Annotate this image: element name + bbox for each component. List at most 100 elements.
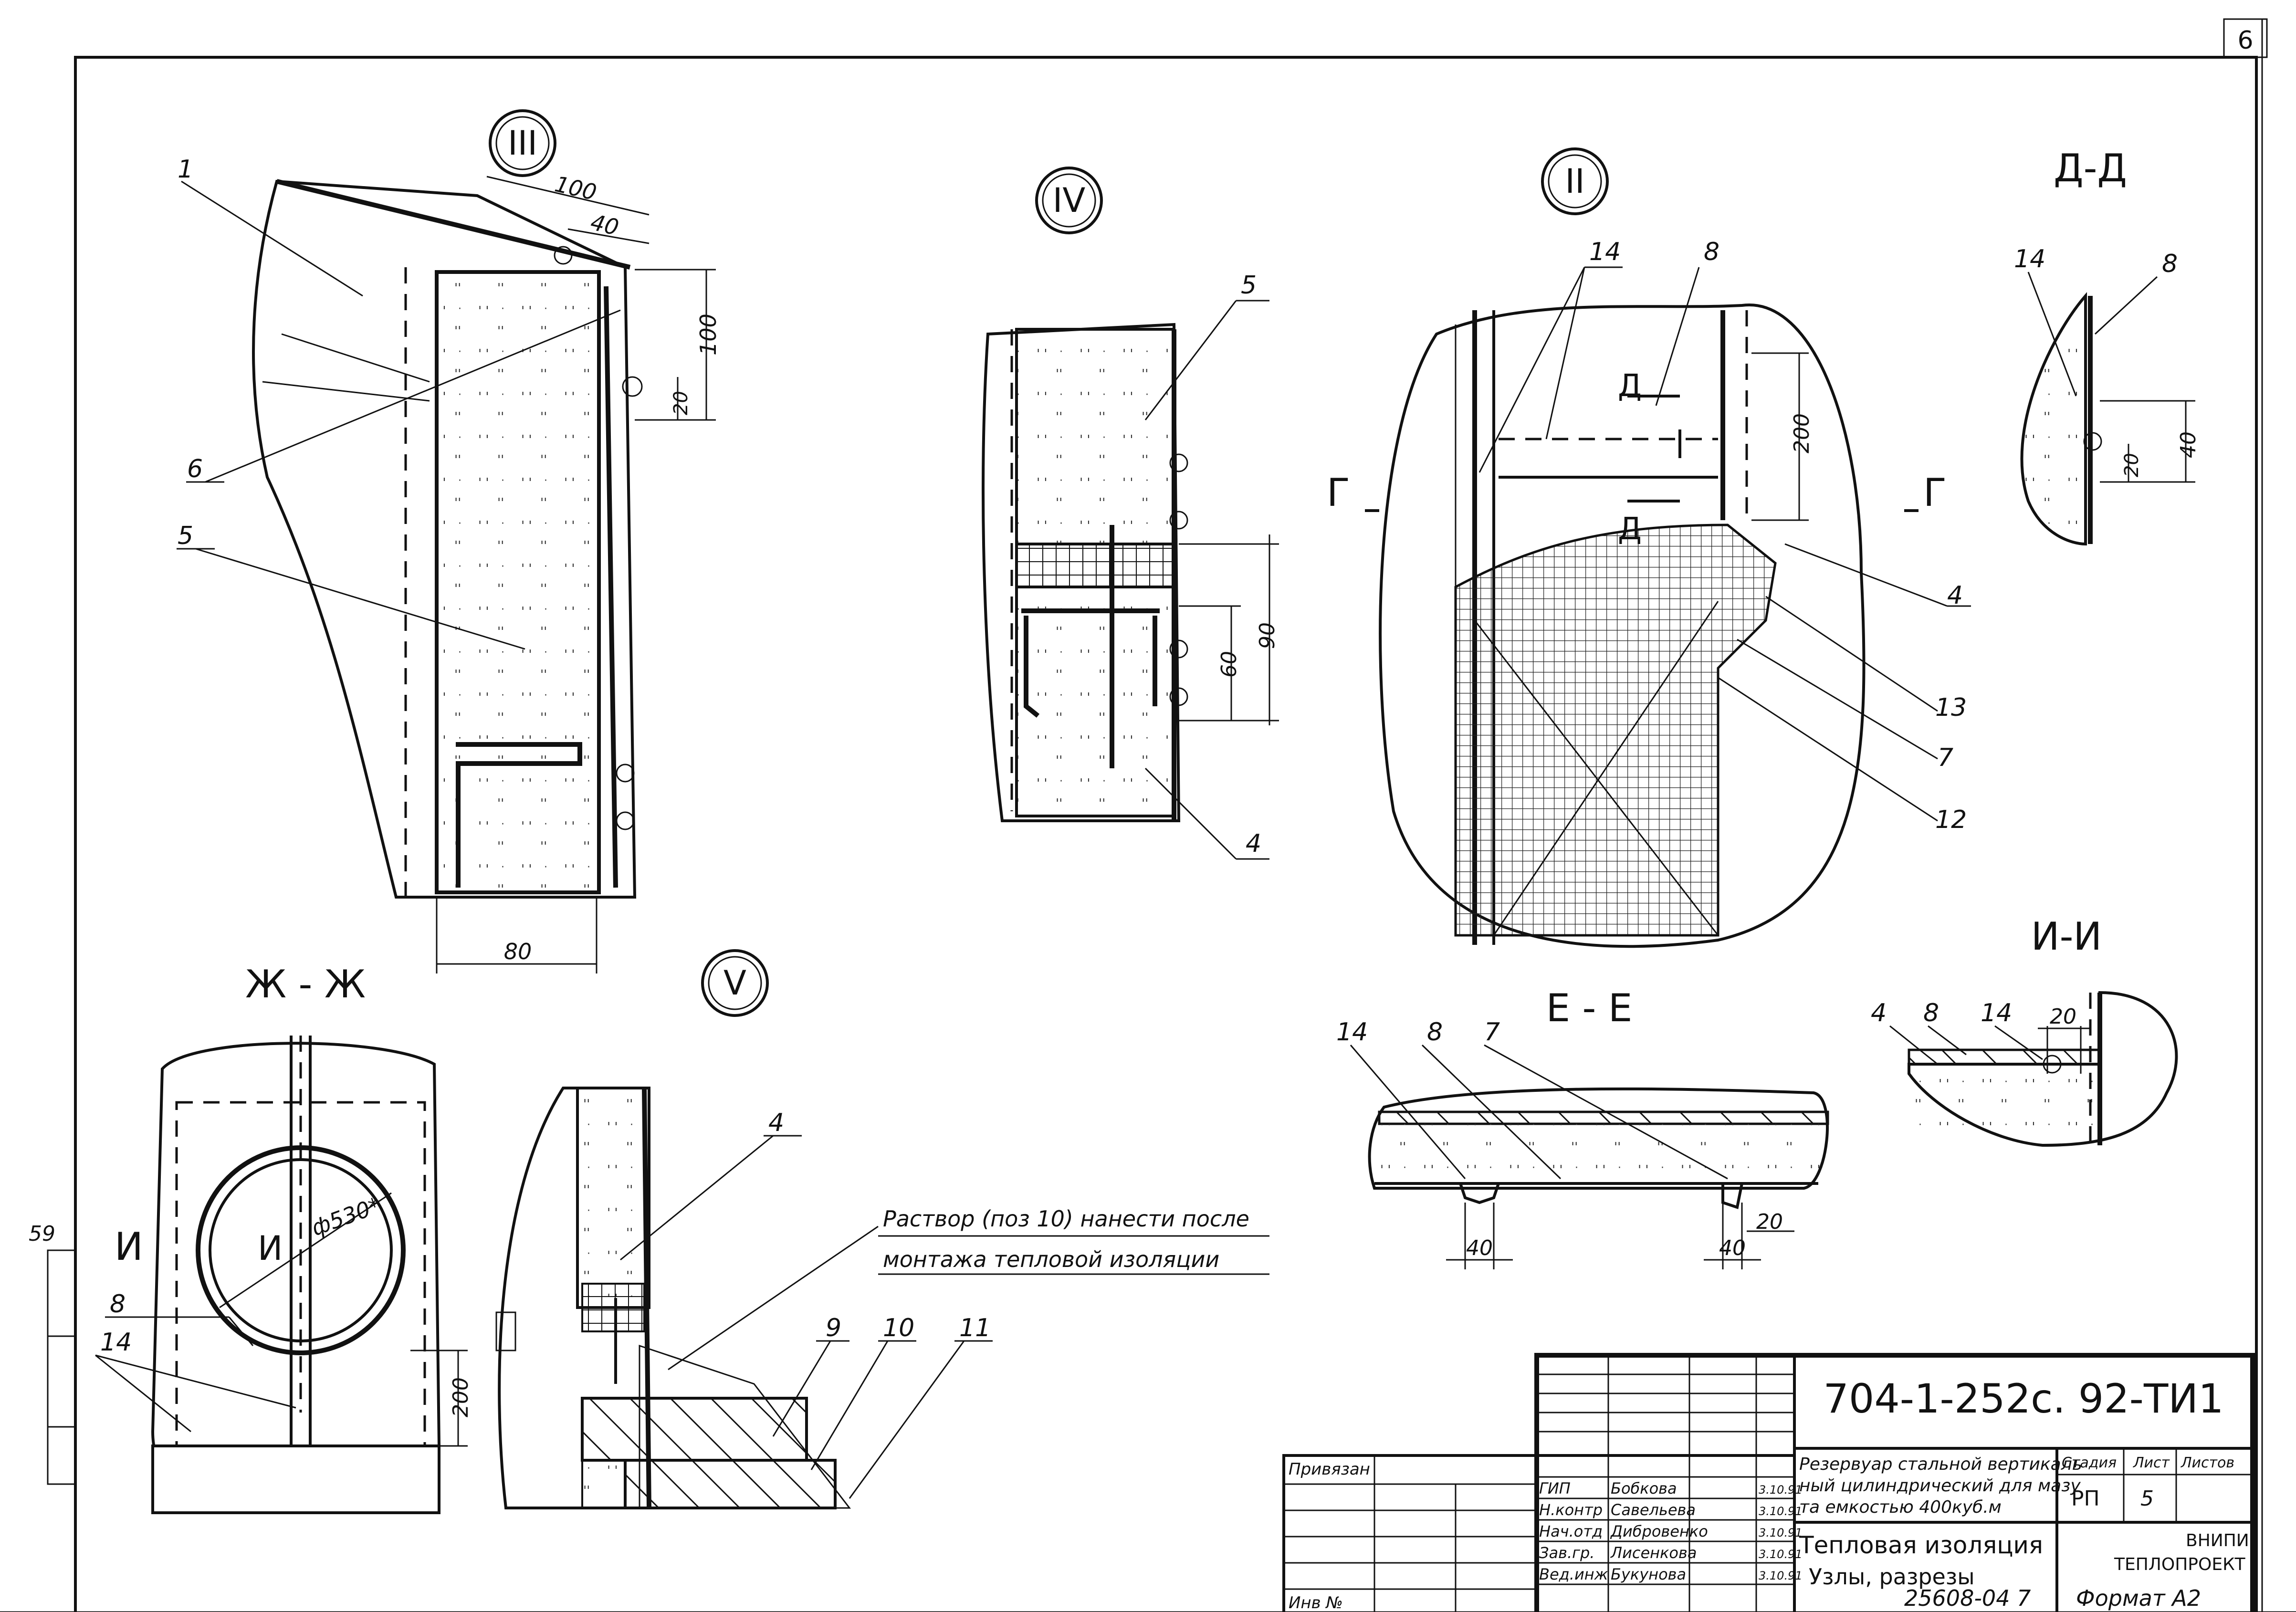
callout-14-ee: 14 [1336,1018,1368,1047]
callout-13: 13 [1935,693,1967,722]
archive-number: 25608-04 7 [1904,1585,2031,1611]
callout-7-ii: 7 [1938,743,1953,772]
dim-40-ee-left: 40 [1466,1236,1493,1260]
section-mark-d-top: Д [1618,368,1642,404]
detail-II-label: II [1565,162,1584,201]
sig-role-1: ГИП [1539,1479,1571,1497]
section-EE-outline [1368,1087,1829,1190]
callout-14-ii: 14 [1589,238,1621,266]
dim-20: 20 [670,391,692,415]
callout-8-ee: 8 [1427,1018,1443,1047]
mark-i-left: И [115,1225,143,1269]
section-II-title: И-И [2031,914,2102,959]
callout-9: 9 [826,1314,841,1342]
dim-100b: 100 [695,314,721,356]
callout-7-ee: 7 [1484,1018,1500,1047]
callout-5: 5 [178,522,193,550]
callout-10: 10 [883,1314,914,1342]
sig-name-5: Букунова [1611,1565,1686,1583]
detail-IV: IV 90 60 5 4 [982,167,1279,860]
section-mark-g-left: Г [1327,471,1350,515]
sig-role-5: Вед.инж [1539,1565,1608,1583]
stage-value: РП [2071,1486,2100,1511]
dim-20-ee: 20 [1756,1210,1783,1234]
dim-20-ii: 20 [2050,1005,2076,1029]
organization-1: ВНИПИ [2186,1531,2249,1550]
sig-name-4: Лисенкова [1610,1544,1697,1562]
sheet-number-box [2223,18,2268,58]
mortar-note-line2: монтажа тепловой изоляции [883,1246,1219,1272]
sig-name-1: Бобкова [1611,1479,1677,1497]
insulation-panel [435,270,601,894]
pipe-circle [196,1145,406,1355]
callout-6: 6 [187,455,203,483]
detail-IV-label: IV [1053,181,1086,220]
mortar-note-line1: Раствор (поз 10) нанести после [883,1206,1249,1232]
sig-name-2: Савельева [1611,1501,1696,1519]
detail-IV-marker [1035,167,1103,234]
callout-4-ii: 4 [1947,581,1963,610]
sig-role-2: Н.контр [1539,1501,1603,1519]
mortar-layer-10 [624,1459,837,1509]
dim-40: 40 [588,209,621,241]
mesh-region [1454,523,1777,937]
sig-role-3: Нач.отд [1539,1522,1603,1540]
detail-V-outline [498,1087,651,1509]
organization-2: ТЕПЛОПРОЕКТ [2114,1555,2246,1574]
dim-20-dd: 20 [2121,453,2143,477]
sig-date-5: 3.10.91 [1759,1569,1803,1582]
section-EE-title: Е - Е [1546,986,1633,1030]
callout-8-zh: 8 [110,1290,126,1319]
detail-III-marker [489,109,556,177]
detail-II-outline [1379,303,1866,948]
stage-header: Стадия [2062,1455,2117,1471]
section-mark-d-bottom: Д [1618,512,1642,547]
callout-8-ii: 8 [1704,238,1719,266]
format-label: Формат А2 [2076,1585,2201,1611]
sheet-value: 5 [2140,1486,2154,1511]
privyazan-label: Привязан [1289,1460,1370,1479]
callout-1: 1 [178,155,193,184]
callout-4-v: 4 [768,1109,784,1137]
dim-90: 90 [1255,622,1279,649]
sheet-title-2: Узлы, разрезы [1809,1564,1975,1590]
detail-V-marker [701,949,769,1017]
callout-5-iv: 5 [1241,271,1257,300]
inv-no-label: Инв № [1289,1593,1343,1612]
dim-80: 80 [504,939,532,964]
section-ZhZh-outline [151,1042,441,1510]
detail-IV-outline [982,323,1181,822]
sig-date-4: 3.10.91 [1759,1548,1803,1561]
callout-12: 12 [1935,806,1967,834]
sig-role-4: Зав.гр. [1539,1544,1594,1562]
section-II: И-И 20 4 8 14 [1871,914,2178,1147]
detail-III: III 1 6 5 100 40 100 20 8 [177,109,721,973]
sig-date-2: 3.10.91 [1759,1505,1803,1518]
dim-40-ee-right: 40 [1719,1236,1746,1260]
detail-II-marker [1541,147,1609,215]
callout-14-iisec: 14 [1981,999,2012,1027]
detail-II: II Г Г Д Д 200 14 8 4 13 7 [1327,147,1971,948]
section-ZhZh-title: Ж - Ж [245,962,366,1006]
sheet-frame [74,56,2258,1612]
detail-V: V 4 Раствор (поз 10) нанести после монта… [495,949,1269,1509]
side-mark: 59 [29,1222,55,1246]
sheets-header: Листов [2181,1455,2234,1471]
dim-200-zh: 200 [449,1377,473,1417]
pipe-diameter: ф530* [308,1192,384,1241]
callout-14-dd: 14 [2014,245,2045,273]
project-title-1: Резервуар стальной вертикаль [1799,1455,2082,1474]
callout-4-iisec: 4 [1871,999,1887,1027]
callout-8-iisec: 8 [1923,999,1939,1027]
project-title-2: ный цилиндрический для мазу [1799,1476,2081,1496]
callout-11: 11 [959,1314,991,1342]
doc-code: 704-1-252с. 92-ТИ1 [1823,1375,2223,1422]
mark-i-center: И [258,1229,283,1268]
title-block: 704-1-252с. 92-ТИ1 Привязан Инв № ГИП Бо… [1282,1353,2255,1612]
section-mark-g-right: Г [1923,471,1947,515]
callout-8-dd: 8 [2162,250,2178,278]
sig-date-3: 3.10.91 [1759,1526,1803,1539]
sig-name-3: Дибровенко [1610,1522,1708,1540]
sheet-title-1: Тепловая изоляция [1799,1531,2043,1559]
dim-60: 60 [1217,651,1241,678]
